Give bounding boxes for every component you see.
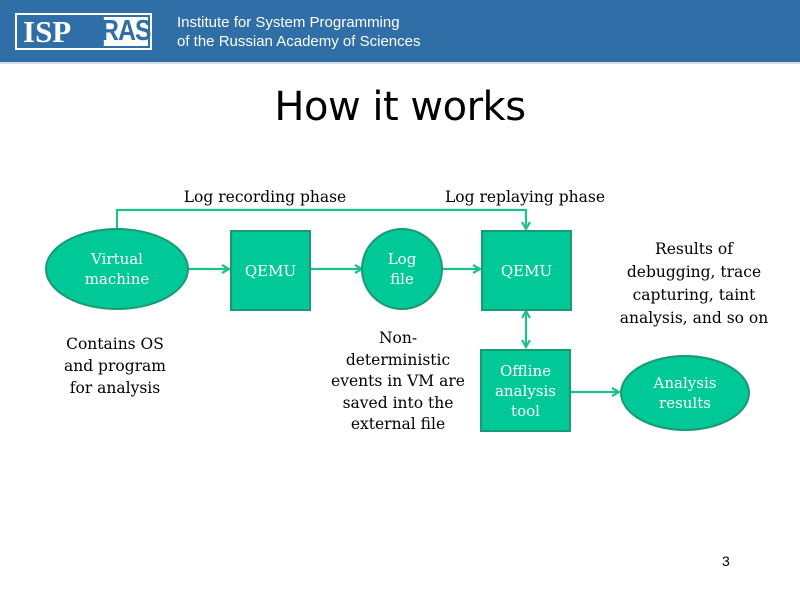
node-log-file	[361, 228, 443, 310]
institute-line-1: Institute for System Programming	[177, 14, 400, 31]
node-qemu-replay-label: QEMU	[500, 261, 553, 280]
slide-title: How it works	[274, 84, 526, 130]
node-virtual-machine-label: Virtual machine	[46, 229, 188, 309]
header-banner: ISP RAS Institute for System Programming…	[0, 0, 800, 62]
logo-ras-text: RAS	[101, 15, 151, 47]
note-vm-line: Contains OS	[66, 335, 164, 353]
node-analysis-results	[620, 355, 750, 431]
node-analysis-results-label: Analysis results	[621, 356, 749, 430]
vm-label-line-1: Virtual	[91, 250, 143, 268]
note-log-line: external file	[350, 415, 446, 433]
node-offline-analysis-tool	[480, 349, 571, 432]
note-log-line: saved into the	[342, 393, 454, 412]
note-results-line: Results of	[655, 240, 733, 258]
note-results-line: debugging, trace	[626, 263, 762, 281]
header-divider	[0, 62, 800, 64]
results-label-line-2: results	[659, 394, 711, 412]
note-virtual-machine: Contains OS and program for analysis	[40, 333, 190, 399]
note-log-line: Non-	[378, 329, 418, 347]
offline-label-line-2: analysis	[494, 381, 556, 400]
offline-label-line-3: tool	[511, 401, 540, 420]
node-qemu-replay	[481, 230, 572, 311]
logfile-label-line-2: file	[390, 270, 414, 288]
note-log-file: Non- deterministic events in VM are save…	[318, 328, 478, 436]
node-qemu-record-label: QEMU	[244, 261, 297, 280]
note-log-line: deterministic	[345, 350, 451, 369]
vm-label-line-2: machine	[84, 270, 150, 288]
logo-isp-text: ISP	[23, 14, 72, 49]
offline-label-line-1: Offline	[499, 361, 552, 380]
page-number: 3	[722, 553, 730, 569]
label-recording-phase: Log recording phase	[183, 188, 347, 206]
note-results-line: capturing, taint	[632, 286, 756, 304]
node-qemu-record	[230, 230, 311, 311]
logfile-label-line-1: Log	[387, 250, 417, 268]
results-label-line-1: Analysis	[653, 374, 717, 392]
note-results: Results of debugging, trace capturing, t…	[606, 238, 782, 330]
node-virtual-machine	[45, 228, 189, 310]
institute-line-2: of the Russian Academy of Sciences	[177, 33, 421, 50]
note-results-line: analysis, and so on	[619, 309, 769, 327]
node-log-file-label: Log file	[362, 229, 442, 309]
note-vm-line: for analysis	[69, 379, 161, 397]
node-offline-tool-label: Offline analysis tool	[481, 350, 570, 431]
note-vm-line: and program	[63, 357, 166, 375]
institute-name: Institute for System Programming of the …	[177, 13, 420, 51]
ispras-logo: ISP RAS	[15, 13, 152, 50]
label-replaying-phase: Log replaying phase	[445, 188, 605, 206]
note-log-line: events in VM are	[331, 372, 465, 390]
vm-to-replay-qemu-connector	[115, 208, 526, 240]
